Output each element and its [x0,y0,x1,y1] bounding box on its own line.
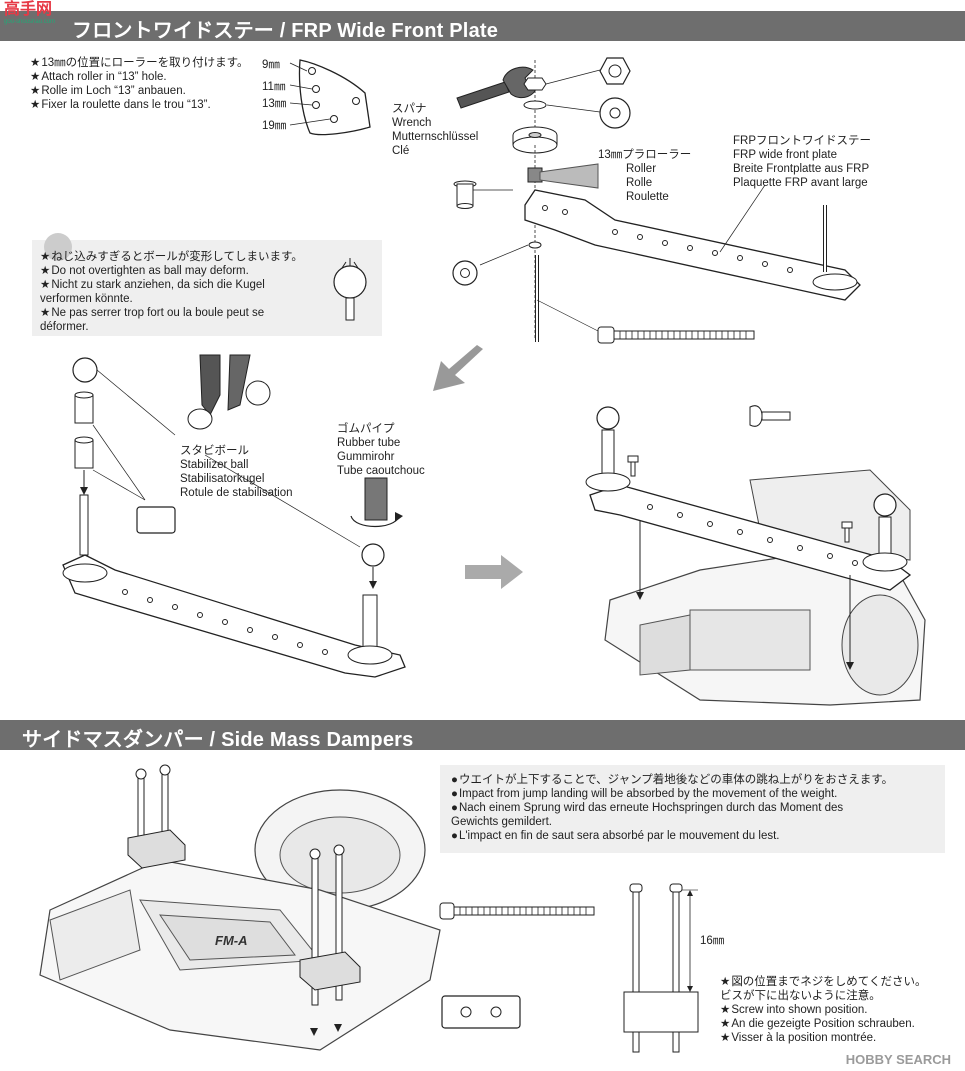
note-line: An die gezeigte Position schrauben. [731,1018,915,1030]
arrow-down-left-icon [433,345,483,391]
label-line: Roulette [626,191,669,203]
note-line: Gewichts gemildert. [451,816,552,828]
label-line: Rubber tube [337,437,401,449]
label-line: Breite Frontplatte aus FRP [733,163,870,175]
section-header-mass-dampers: サイドマスダンパー / Side Mass Dampers [0,720,965,751]
small-washer-icon [452,260,478,286]
nut-icon [599,57,631,85]
note-line: verformen könnte. [40,293,133,305]
rubber-tube-rotate-icon [350,477,403,527]
damper-screw-icon [439,902,595,920]
hole-label-9: 9㎜ [262,59,280,71]
rubber-tube-label: ゴムパイプ Rubber tube Gummirohr Tube caoutch… [337,422,425,478]
label-line: Rolle [626,177,653,189]
plate-label: FRPフロントワイドステー FRP wide front plate Breit… [733,134,871,190]
tighten-note: ★ねじ込みすぎるとボールが変形してしまいます。 ★Do not overtigh… [40,251,303,333]
deformed-ball-icon [333,258,367,321]
label-line: スパナ [392,103,427,115]
hole-position-diagram [289,59,371,136]
roller-hole-note: ★13㎜の位置にローラーを取り付けます。 ★Attach roller in “… [30,57,249,111]
tube-piece-icon [136,506,176,534]
label-line: スタビボール [180,445,249,457]
note-line: 13㎜の位置にローラーを取り付けます。 [41,57,249,69]
section-title-front-plate: フロントワイドステー / FRP Wide Front Plate [72,20,499,42]
label-line: Plaquette FRP avant large [733,177,868,189]
hole-label-13: 13㎜ [262,98,287,110]
label-line: Gummirohr [337,451,395,463]
watermark: HOBBY SEARCH [845,1052,951,1067]
note-line: Impact from jump landing will be absorbe… [458,788,838,800]
note-line: Rolle im Loch “13” anbauen. [41,85,186,97]
note-line: Attach roller in “13” hole. [41,71,167,83]
screw-depth-diagram [623,883,699,1053]
washer-icon [599,97,631,129]
note-line: ねじ込みすぎるとボールが変形してしまいます。 [51,251,303,263]
pliers-icon [187,354,271,430]
note-line: déformer. [40,321,89,333]
frp-plate-exploded [524,184,861,342]
label-line: Stabilizer ball [180,459,249,471]
label-line: Stabilisatorkugel [180,473,265,485]
damper-weight-icon [441,995,521,1029]
long-screw-icon [597,326,755,344]
stabilizer-label: スタビボール Stabilizer ball Stabilisatorkugel… [180,444,293,500]
label-line: FRPフロントワイドステー [733,135,871,147]
grease-tube-icon [539,163,599,189]
note-line: Ne pas serrer trop fort ou la boule peut… [51,307,265,319]
note-line: Nicht zu stark anziehen, da sich die Kug… [51,279,265,291]
label-line: Clé [392,145,410,157]
label-line: FRP wide front plate [733,149,837,161]
warning-dot-icon [44,233,72,261]
note-line: Visser à la position montrée. [731,1032,877,1044]
label-line: Mutternschlüssel [392,131,479,143]
section-title-mass-dampers: サイドマスダンパー / Side Mass Dampers [22,729,414,751]
note-line: 図の位置までネジをしめてください。 [731,976,927,988]
exploded-roller-parts [470,60,601,340]
note-line: Nach einem Sprung wird das erneute Hochs… [458,802,844,814]
tighten-warning-box [32,240,382,336]
wrench-label: スパナ Wrench Mutternschlüssel Clé [392,102,478,158]
stabilizer-assembly-diagram [62,357,406,678]
hole-label-19: 19㎜ [262,120,287,132]
chassis-mass-damper-diagram: FM-A [39,764,441,1051]
truss-screw-icon [749,405,791,427]
label-line: Roller [626,163,657,175]
note-line: Fixer la roulette dans le trou “13”. [41,99,211,111]
note-line: L'impact en fin de saut sera absorbé par… [458,830,780,842]
hole-label-11: 11㎜ [262,81,286,93]
screw-position-note: ★図の位置までネジをしめてください。 ビスが下に出ないように注意。 ★Screw… [720,976,927,1044]
arrow-right-icon [465,555,523,589]
label-line: ゴムパイプ [337,423,395,435]
impact-note: ●ウエイトが上下することで、ジャンプ着地後などの車体の跳ね上がりをおさえます。 … [451,774,894,842]
logo-url: goo-shoushao.com [4,19,56,25]
note-line: Screw into shown position. [731,1004,868,1016]
label-line: Tube caoutchouc [337,465,425,477]
note-line: Do not overtighten as ball may deform. [51,265,249,277]
car-front-assembly [585,406,926,706]
label-line: 13㎜プラローラー [598,149,692,161]
site-logo: 高手网 goo-shoushao.com [4,2,68,30]
label-line: Rotule de stabilisation [180,487,293,499]
spacer-icon [453,180,477,209]
note-line: ウエイトが上下することで、ジャンプ着地後などの車体の跳ね上がりをおさえます。 [458,774,894,786]
label-line: Wrench [392,117,432,129]
logo-text: 高手网 [4,1,53,18]
note-line: ビスが下に出ないように注意。 [720,990,881,1002]
dimension-label: 16㎜ [700,935,725,947]
roller-label: 13㎜プラローラー Roller Rolle Roulette [598,148,691,204]
section-header-front-plate: フロントワイドステー / FRP Wide Front Plate [0,11,965,42]
chassis-brand-text: FM-A [215,933,248,948]
impact-note-box [440,765,945,853]
